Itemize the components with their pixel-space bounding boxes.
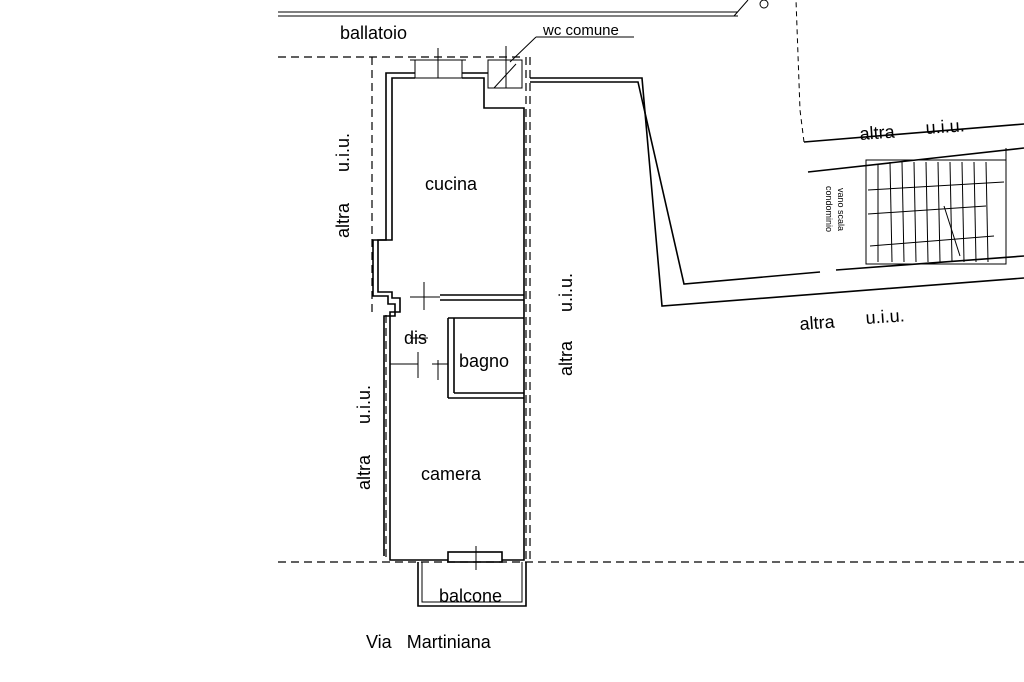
balcony bbox=[417, 546, 527, 607]
label-street: Via Martiniana bbox=[366, 632, 492, 652]
label-bagno: bagno bbox=[459, 351, 509, 371]
internal-walls bbox=[390, 282, 524, 399]
property-boundary bbox=[278, 56, 1024, 563]
label-uiu-left-upper: u.i.u. bbox=[333, 133, 353, 172]
label-vano-scala: vano scala bbox=[836, 188, 846, 231]
apartment-walls bbox=[372, 46, 525, 561]
label-condominio: condominio bbox=[824, 186, 834, 232]
label-altra-left-upper: altra bbox=[333, 202, 353, 238]
label-uiu-bottom: u.i.u. bbox=[865, 305, 905, 328]
label-altra-bottom: altra bbox=[799, 312, 836, 334]
label-uiu-top: u.i.u. bbox=[925, 115, 965, 138]
label-altra-left-lower: altra bbox=[354, 454, 374, 490]
top-boundary bbox=[278, 0, 749, 17]
label-altra-right: altra bbox=[556, 340, 576, 376]
label-camera: camera bbox=[421, 464, 482, 484]
corridor-walls bbox=[530, 0, 1024, 307]
label-altra-top: altra bbox=[859, 122, 896, 144]
label-dis: dis bbox=[404, 328, 427, 348]
survey-mark-icon bbox=[759, 0, 769, 9]
label-uiu-left-lower: u.i.u. bbox=[354, 385, 374, 424]
label-ballatoio: ballatoio bbox=[340, 23, 407, 43]
label-balcone: balcone bbox=[439, 586, 502, 606]
label-uiu-right: u.i.u. bbox=[556, 273, 576, 312]
label-wc-comune: wc comune bbox=[542, 22, 619, 39]
label-cucina: cucina bbox=[425, 174, 478, 194]
stair bbox=[865, 148, 1007, 265]
